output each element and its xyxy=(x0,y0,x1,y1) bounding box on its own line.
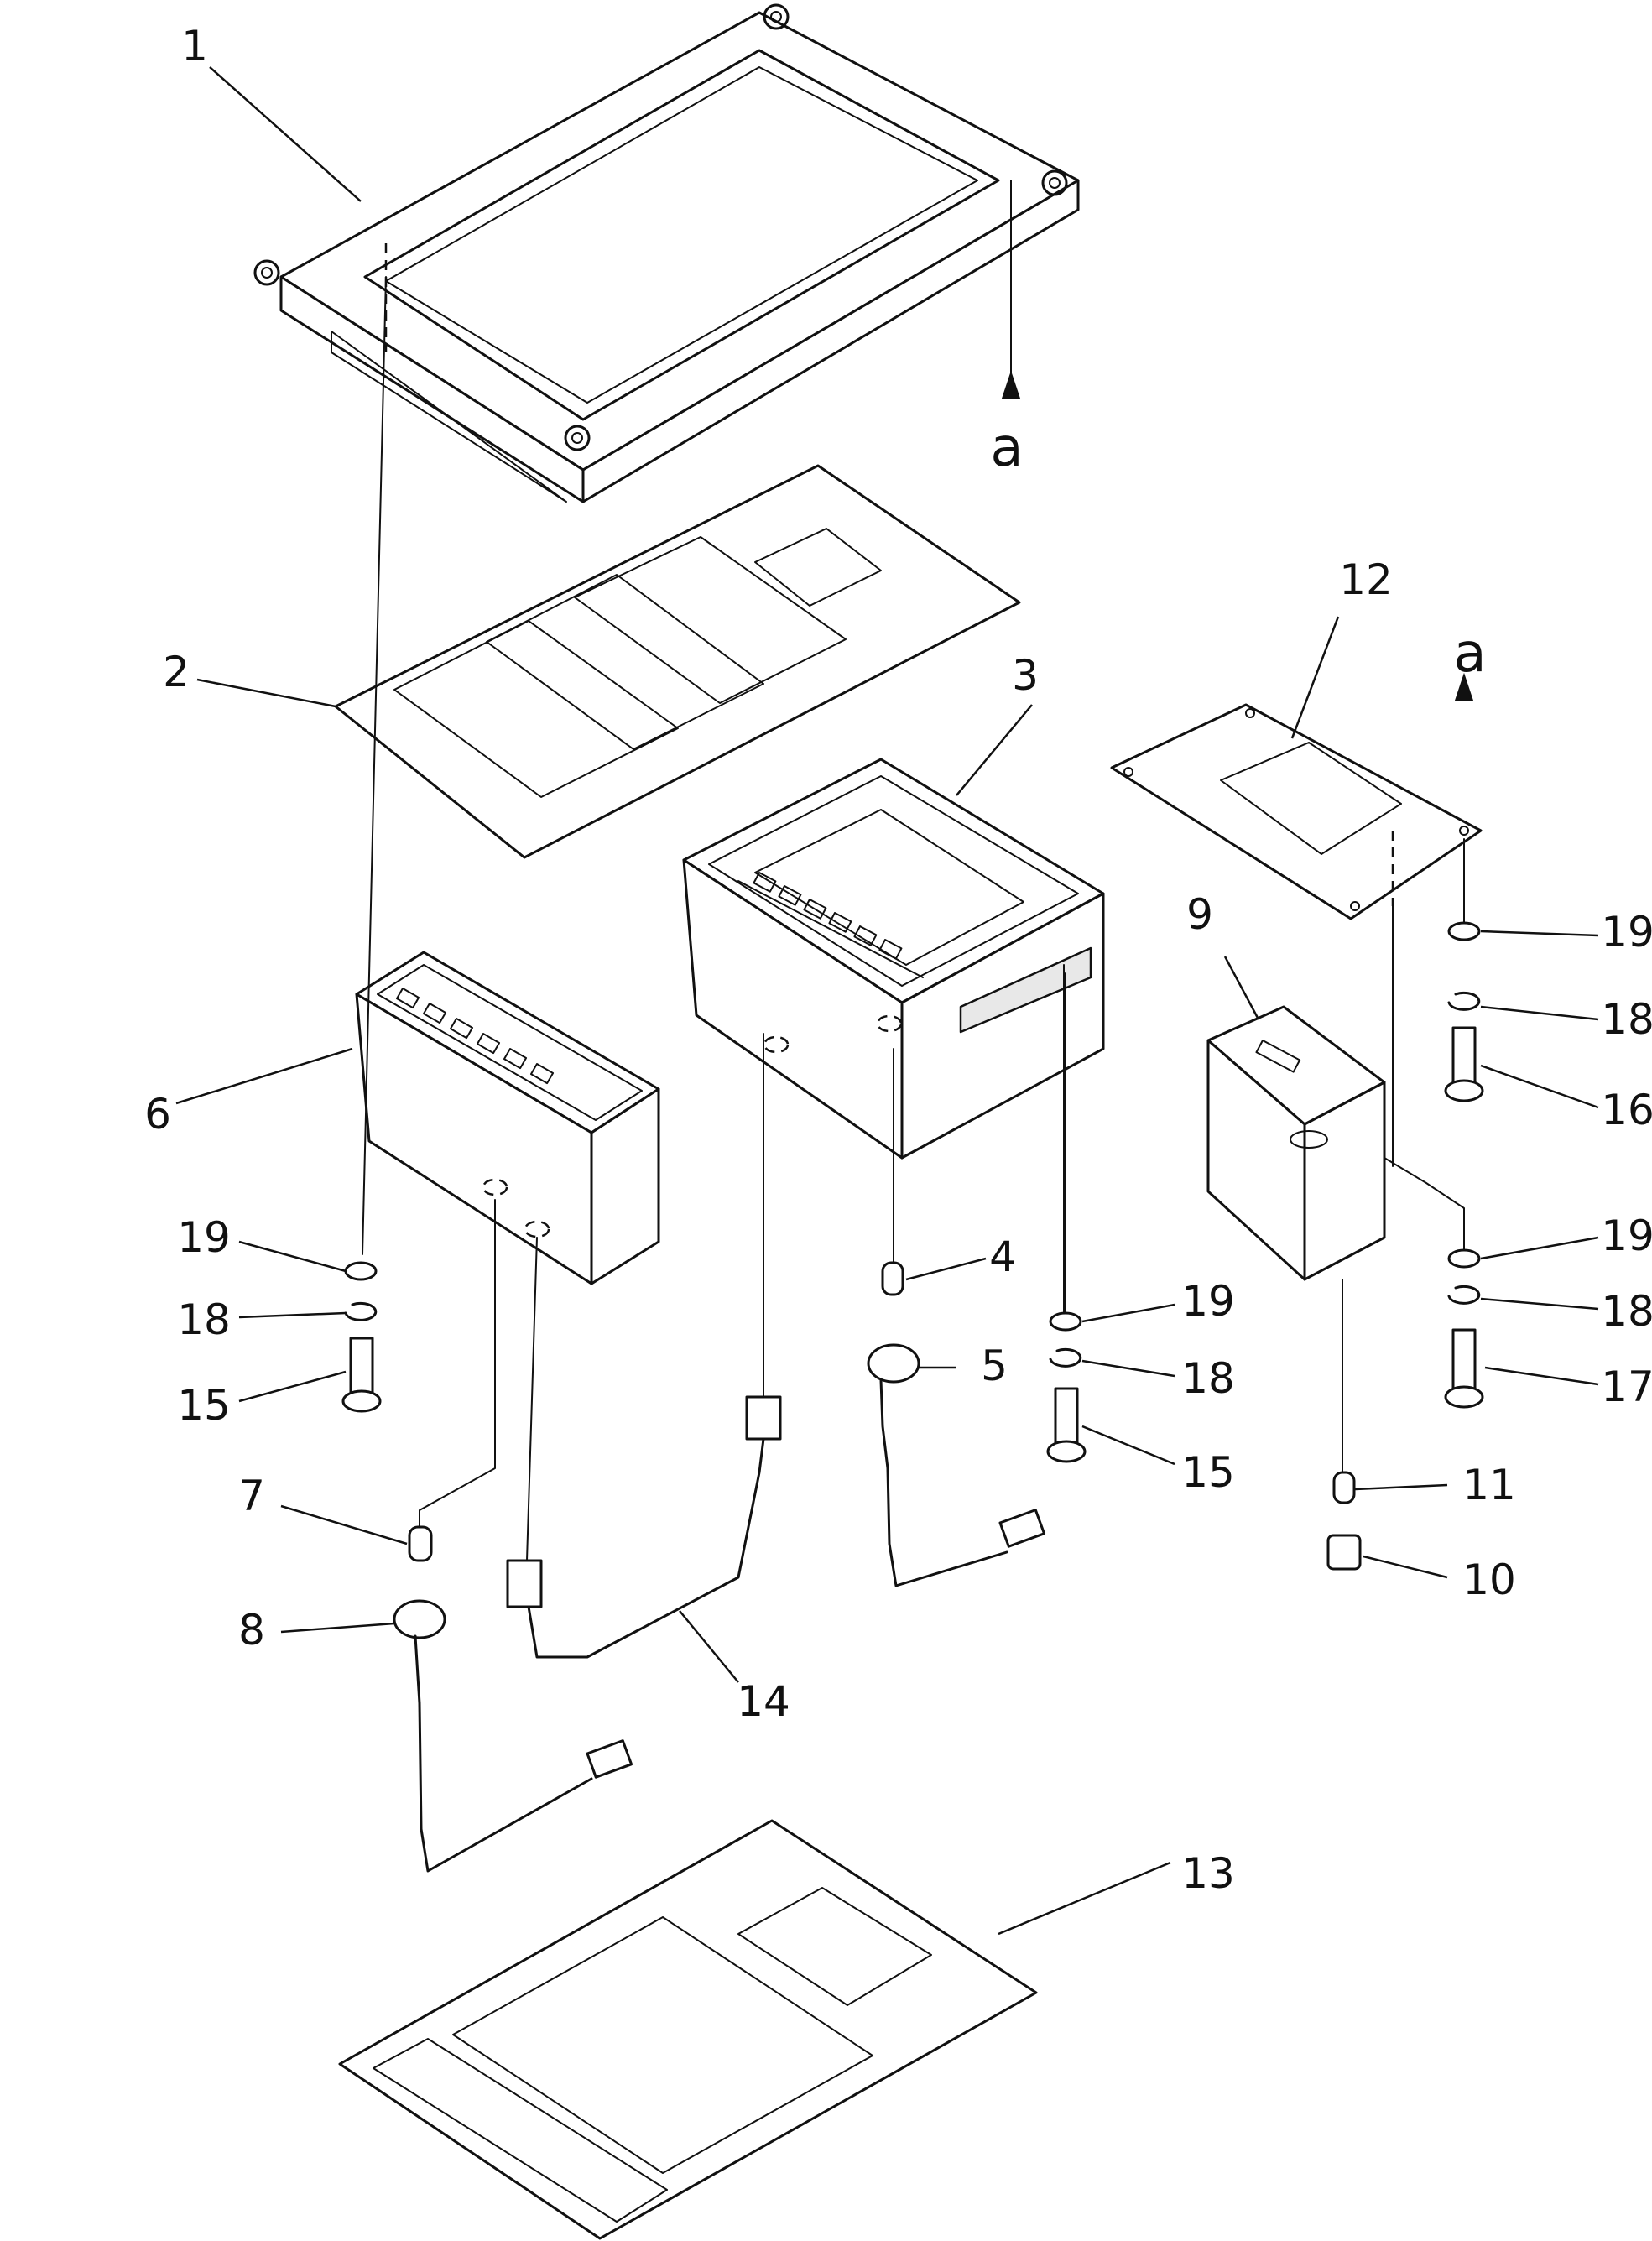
callout-19-right-lower: 19 xyxy=(1601,1212,1652,1260)
fastener-set-left xyxy=(341,1261,382,1413)
callout-9: 9 xyxy=(1186,890,1213,939)
part-3-gauge-case xyxy=(682,758,1105,1160)
fastener-set-center xyxy=(1046,1311,1087,1463)
callout-13: 13 xyxy=(1181,1849,1235,1898)
harness-14 xyxy=(506,1395,782,1659)
callout-14: 14 xyxy=(737,1677,790,1726)
callout-11: 11 xyxy=(1462,1461,1516,1509)
callout-19-center: 19 xyxy=(1181,1277,1235,1326)
callout-6: 6 xyxy=(144,1090,171,1139)
callout-18-right-lower: 18 xyxy=(1601,1287,1652,1336)
fastener-set-right-lower xyxy=(1444,1248,1484,1409)
socket-10 xyxy=(1326,1534,1362,1571)
callout-18-left: 18 xyxy=(177,1295,231,1344)
bulb-11 xyxy=(1332,1471,1356,1504)
callout-4: 4 xyxy=(989,1233,1016,1281)
socket-8 xyxy=(393,1599,633,1873)
part-1-frame xyxy=(253,3,1080,503)
callout-15-left: 15 xyxy=(177,1381,231,1430)
part-2-sheet xyxy=(334,464,1021,859)
callout-3: 3 xyxy=(1012,651,1039,700)
callout-19-right-upper: 19 xyxy=(1601,908,1652,956)
callout-18-right-upper: 18 xyxy=(1601,995,1652,1044)
callout-16: 16 xyxy=(1601,1086,1652,1134)
callout-10: 10 xyxy=(1462,1556,1516,1604)
callout-1: 1 xyxy=(181,22,208,70)
callout-2: 2 xyxy=(163,648,190,696)
callout-8: 8 xyxy=(238,1606,265,1655)
reference-mark-a-top: a xyxy=(990,417,1023,479)
assembly-lines xyxy=(362,180,1474,1561)
part-9-unit xyxy=(1206,1005,1386,1281)
fastener-set-right-upper xyxy=(1444,921,1484,1102)
part-13-bottom-sheet xyxy=(338,1819,1038,2240)
callout-15-center: 15 xyxy=(1181,1448,1235,1497)
callout-17: 17 xyxy=(1601,1363,1652,1411)
part-12-plate xyxy=(1110,703,1483,920)
callout-labels: 1 2 3 4 5 6 7 8 9 10 11 12 13 14 15 15 1… xyxy=(144,22,1652,1898)
socket-5 xyxy=(867,1343,1046,1587)
callout-5: 5 xyxy=(981,1342,1008,1390)
part-6-gauge-module xyxy=(355,951,660,1285)
callout-7: 7 xyxy=(238,1472,265,1520)
callout-19-left: 19 xyxy=(177,1213,231,1262)
callout-12: 12 xyxy=(1339,555,1393,604)
leader-lines xyxy=(175,66,1599,1936)
bulb-7 xyxy=(408,1525,433,1562)
bulb-4 xyxy=(881,1261,904,1296)
callout-18-center: 18 xyxy=(1181,1354,1235,1403)
reference-mark-a-right: a xyxy=(1453,623,1486,685)
